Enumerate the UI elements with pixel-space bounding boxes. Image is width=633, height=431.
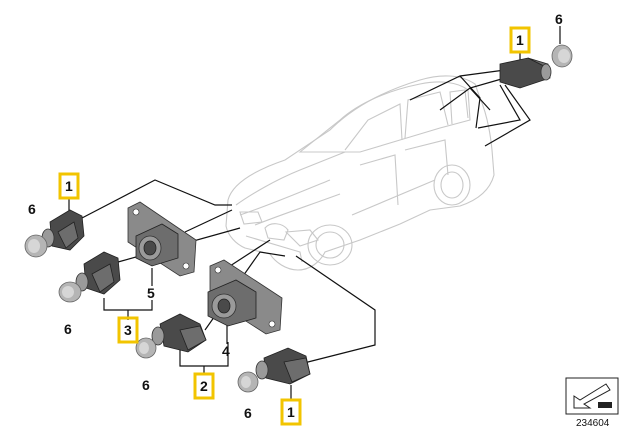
callout-3: 3: [124, 322, 132, 338]
vehicle-outline: [225, 75, 495, 271]
bracket-5: [127, 201, 197, 277]
callout-top-right-6: 6: [555, 11, 563, 27]
callout-mid-6: 6: [142, 377, 150, 393]
callout-4: 4: [222, 343, 230, 359]
callout-box-2: [193, 372, 215, 400]
callout-2: 2: [200, 378, 208, 394]
cap-bottom: [237, 371, 259, 393]
callout-box-bottom-1: [280, 398, 302, 426]
callout-box-3: [117, 316, 139, 344]
sensor-3: [75, 251, 121, 295]
sensor-top-right: [499, 57, 552, 89]
callout-left-lower-6: 6: [64, 321, 72, 337]
sensor-bottom: [255, 347, 311, 385]
callout-left-6: 6: [28, 201, 36, 217]
cap-middle: [135, 337, 157, 359]
callout-top-right-1: 1: [516, 32, 524, 48]
reference-box: 234604: [565, 377, 619, 429]
cap-lower-left: [58, 281, 82, 303]
sensor-2: [151, 313, 207, 353]
callout-left-1: 1: [65, 178, 73, 194]
callout-bottom-1: 1: [287, 404, 295, 420]
callout-5: 5: [147, 285, 155, 301]
cap-left: [24, 234, 48, 258]
sensor-left: [41, 209, 85, 251]
callout-box-left-1: [58, 172, 80, 200]
callout-box-top-right-1: [509, 26, 531, 54]
arrow-icon: [573, 383, 611, 409]
bracket-4: [207, 259, 283, 335]
callout-bottom-6: 6: [244, 405, 252, 421]
reference-number: 234604: [576, 418, 610, 429]
cap-top-right: [551, 44, 573, 68]
